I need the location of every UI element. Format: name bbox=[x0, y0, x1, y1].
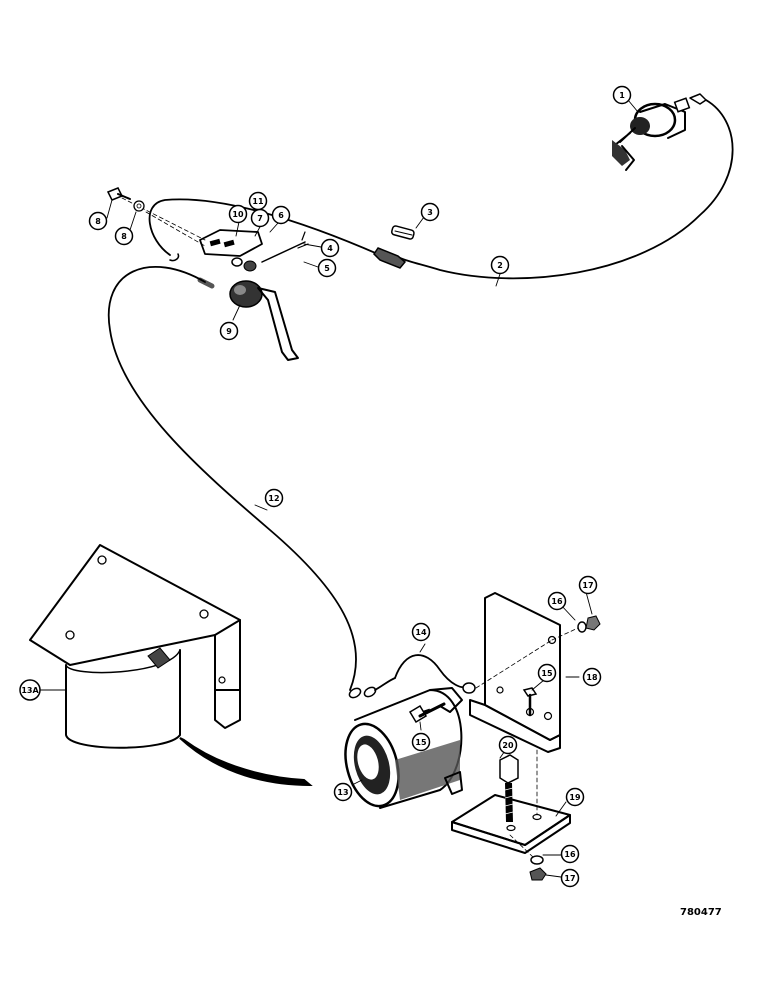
bolt-15-vertical bbox=[522, 687, 538, 717]
callout-11-label: 11 bbox=[252, 197, 264, 206]
callout-7: 7 bbox=[250, 208, 270, 228]
callout-16a: 16 bbox=[547, 591, 567, 611]
callout-3-label: 3 bbox=[427, 208, 433, 217]
callout-6-label: 6 bbox=[278, 211, 284, 220]
arrow-13a-to-13 bbox=[179, 737, 313, 787]
callout-17b-label: 17 bbox=[564, 874, 575, 883]
callout-13: 13 bbox=[333, 782, 353, 802]
callout-8b: 8 bbox=[114, 226, 134, 246]
callout-16b-label: 16 bbox=[564, 850, 576, 859]
callout-8a-label: 8 bbox=[95, 217, 101, 226]
callout-19-label: 19 bbox=[569, 793, 581, 802]
solenoid-13 bbox=[344, 687, 463, 809]
callout-8a: 8 bbox=[88, 211, 108, 231]
callout-8b-label: 8 bbox=[121, 232, 127, 241]
callout-17a: 17 bbox=[578, 575, 598, 595]
leader-lines bbox=[39, 99, 639, 878]
callout-4-label: 4 bbox=[327, 244, 333, 253]
callout-11: 11 bbox=[248, 191, 268, 211]
callout-20-label: 20 bbox=[502, 741, 514, 750]
key-switch bbox=[612, 93, 707, 171]
callout-15a-label: 15 bbox=[415, 738, 427, 747]
callout-16a-label: 16 bbox=[551, 597, 563, 606]
callout-2-label: 2 bbox=[497, 261, 503, 270]
callout-3: 3 bbox=[420, 202, 440, 222]
callout-2: 2 bbox=[490, 255, 510, 275]
switch-bracket-assembly bbox=[197, 229, 309, 361]
callout-20: 20 bbox=[498, 735, 518, 755]
callout-13a: 13A bbox=[19, 679, 41, 701]
callout-15b: 15 bbox=[537, 663, 557, 683]
washer-16-lower bbox=[530, 855, 544, 865]
wire-terminals bbox=[348, 677, 476, 699]
callout-6: 6 bbox=[271, 205, 291, 225]
drawing-number: 780477 bbox=[680, 907, 722, 918]
callout-14: 14 bbox=[411, 622, 431, 642]
wire-harness-2 bbox=[399, 99, 734, 280]
wire-14 bbox=[394, 654, 469, 689]
plate-19 bbox=[451, 794, 571, 854]
solenoid-13a bbox=[29, 544, 241, 749]
callout-7-label: 7 bbox=[257, 214, 263, 223]
bolt-15 bbox=[408, 702, 446, 724]
bolt-20 bbox=[499, 754, 519, 822]
callout-14-label: 14 bbox=[415, 628, 427, 637]
callout-10: 10 bbox=[228, 204, 248, 224]
callout-15b-label: 15 bbox=[541, 669, 553, 678]
fuse bbox=[391, 225, 415, 240]
bolt-8 bbox=[106, 187, 131, 201]
nut-17-lower bbox=[529, 867, 547, 881]
callout-9-label: 9 bbox=[226, 327, 232, 336]
washer-16-upper bbox=[577, 621, 587, 633]
fuse-holder bbox=[373, 247, 407, 269]
callout-12-label: 12 bbox=[268, 494, 279, 503]
callout-5-label: 5 bbox=[324, 264, 330, 273]
callout-13-label: 13 bbox=[337, 788, 348, 797]
callout-10-label: 10 bbox=[232, 210, 244, 219]
washer-8 bbox=[133, 200, 145, 212]
callout-15a: 15 bbox=[411, 732, 431, 752]
callout-16b: 16 bbox=[560, 844, 580, 864]
nut-17-upper bbox=[585, 615, 601, 631]
callout-1-label: 1 bbox=[619, 91, 625, 100]
wire-12 bbox=[107, 266, 357, 691]
callout-17a-label: 17 bbox=[582, 581, 593, 590]
callout-13a-label: 13A bbox=[21, 686, 39, 695]
callout-18-label: 18 bbox=[586, 673, 598, 682]
callout-4: 4 bbox=[320, 238, 340, 258]
callout-1: 1 bbox=[612, 85, 632, 105]
callouts: 1 2 3 4 5 6 7 8 8 9 10 11 12 13 13A 14 1… bbox=[19, 85, 632, 888]
callout-12: 12 bbox=[264, 488, 284, 508]
callout-19: 19 bbox=[565, 787, 585, 807]
callout-5: 5 bbox=[317, 258, 337, 278]
callout-17b: 17 bbox=[560, 868, 580, 888]
callout-18: 18 bbox=[582, 667, 602, 687]
callout-9: 9 bbox=[219, 321, 239, 341]
